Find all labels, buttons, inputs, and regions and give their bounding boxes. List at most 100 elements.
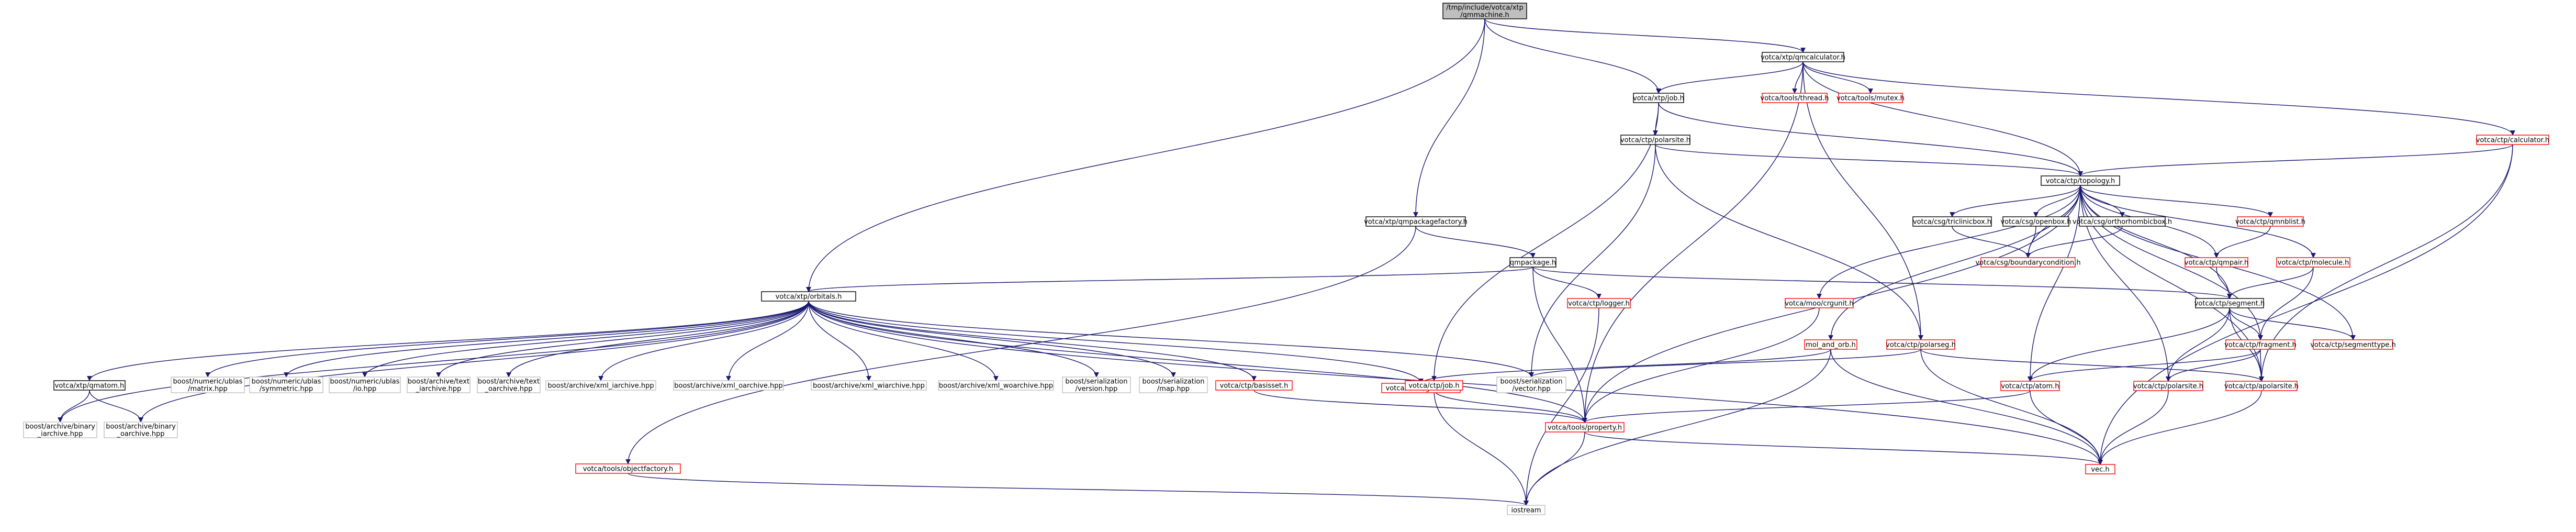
node-pkgfactory[interactable]: votca/xtp/qmpackagefactory.h xyxy=(1364,216,1468,227)
node-box xyxy=(1509,257,1556,268)
node-label: /qmmachine.h xyxy=(1460,12,1509,19)
node-label: boost/archive/xml_iarchive.hpp xyxy=(547,382,654,390)
edge-polarsite_xtp-to-topology xyxy=(1655,144,2083,176)
node-polarsite_ctp[interactable]: votca/ctp/polarsite.h xyxy=(1620,135,1690,145)
node-xml_wiarch[interactable]: boost/archive/xml_wiarchive.hpp xyxy=(811,380,927,391)
node-box xyxy=(2185,257,2248,268)
node-bin_iarch[interactable]: boost/archive/binary_iarchive.hpp xyxy=(23,422,97,438)
node-ctp_polarsite2[interactable]: votca/ctp/polarsite.h xyxy=(2133,381,2203,391)
node-box xyxy=(673,380,784,391)
node-moo_crgunit[interactable]: votca/moo/crgunit.h xyxy=(1785,298,1854,308)
edge-orbitals-to-xml_oarch xyxy=(726,301,809,381)
edge-ctp_calc-to-vec xyxy=(2098,144,2513,465)
node-job[interactable]: votca/xtp/job.h xyxy=(1633,93,1684,103)
edge-orbitals-to-property xyxy=(808,301,1587,423)
node-ctp_apolarsite[interactable]: votca/ctp/apolarsite.h xyxy=(2224,381,2299,391)
node-label: /symmetric.hpp xyxy=(260,385,313,393)
edge-orbitals-to-ser_map xyxy=(808,301,1176,378)
node-ctp_segmenttype[interactable]: votca/ctp/segmenttype.h xyxy=(2310,339,2396,350)
edge-topology-to-ctp_apolarsite xyxy=(2080,185,2264,382)
edge-pkgfactory-to-qmpackage xyxy=(1415,226,1536,258)
node-label: votca/ctp/logger.h xyxy=(1568,300,1630,308)
node-label: votca/csg/orthorhombicbox.h xyxy=(2073,218,2172,226)
node-ser_vector[interactable]: boost/serialization/vector.hpp xyxy=(1496,376,1566,393)
edge-ctp_calc-to-topology xyxy=(2078,144,2513,176)
node-ctp_fragment[interactable]: votca/ctp/fragment.h xyxy=(2224,339,2297,350)
node-label: /io.hpp xyxy=(353,385,377,393)
node-xml_oarch[interactable]: boost/archive/xml_oarchive.hpp xyxy=(673,380,784,391)
node-xml_iarch[interactable]: boost/archive/xml_iarchive.hpp xyxy=(545,380,656,391)
node-box xyxy=(2195,298,2264,308)
edge-polarseg-to-ctp_apolarsite xyxy=(1920,349,2264,382)
node-ser_version[interactable]: boost/serialization/version.hpp xyxy=(1062,376,1131,393)
edge-orbitals-to-qmatom xyxy=(87,301,809,381)
node-csgtriclinic[interactable]: votca/csg/triclinicbox.h xyxy=(1912,216,1992,227)
node-xml_woarch[interactable]: boost/archive/xml_woarchive.hpp xyxy=(938,380,1054,391)
edge-polarseg-to-vec xyxy=(1920,349,2103,465)
edge-ctp_fragment-to-ctp_polarsite2 xyxy=(2166,349,2261,382)
node-box xyxy=(1545,422,1625,433)
edge-topology-to-csgopenbox xyxy=(2033,185,2081,217)
edge-root-to-pkgfactory xyxy=(1413,18,1485,217)
node-ctp_atom[interactable]: votca/ctp/atom.h xyxy=(2000,381,2060,391)
node-ublas_io[interactable]: boost/numeric/ublas/io.hpp xyxy=(329,376,401,393)
node-label: votca/xtp/orbitals.h xyxy=(776,293,842,301)
node-label: boost/archive/xml_woarchive.hpp xyxy=(939,382,1053,390)
node-vec[interactable]: vec.h xyxy=(2085,464,2115,474)
node-label: /map.hpp xyxy=(1157,385,1190,393)
node-ublas_sym[interactable]: boost/numeric/ublas/symmetric.hpp xyxy=(249,376,323,393)
node-thread[interactable]: votca/tools/thread.h xyxy=(1761,93,1829,103)
node-qmcalc[interactable]: votca/xtp/qmcalculator.h xyxy=(1761,52,1845,62)
node-orbitals[interactable]: votca/xtp/orbitals.h xyxy=(761,291,856,302)
node-ctp_segment[interactable]: votca/ctp/segment.h xyxy=(2194,298,2265,308)
node-bin_oarch[interactable]: boost/archive/binary_oarchive.hpp xyxy=(104,422,178,438)
node-ser_map[interactable]: boost/serialization/map.hpp xyxy=(1139,376,1208,393)
node-ctp_job[interactable]: votca/ctp/job.h xyxy=(1405,380,1463,391)
node-label: votca/ctp/segment.h xyxy=(2194,300,2265,308)
node-mol_orb[interactable]: mol_and_orb.h xyxy=(1804,339,1857,350)
node-qmatom[interactable]: votca/xtp/qmatom.h xyxy=(53,380,126,391)
node-polarseg[interactable]: votca/ctp/polarseg.h xyxy=(1886,339,1956,350)
edge-orbitals-to-ser_version xyxy=(808,301,1099,378)
node-mutex[interactable]: votca/tools/mutex.h xyxy=(1836,93,1905,103)
node-basisset[interactable]: votca/ctp/basisset.h xyxy=(1215,380,1293,391)
node-logger[interactable]: votca/ctp/logger.h xyxy=(1567,298,1631,308)
node-ctp_qmpair[interactable]: votca/ctp/qmpair.h xyxy=(2185,257,2248,268)
node-iostream[interactable]: iostream xyxy=(1507,505,1545,515)
node-ublas_matrix[interactable]: boost/numeric/ublas/matrix.hpp xyxy=(171,376,245,393)
node-topology[interactable]: votca/ctp/topology.h xyxy=(2041,175,2120,186)
node-label: boost/archive/binary xyxy=(25,423,95,431)
edge-orbitals-to-globals xyxy=(808,301,1424,384)
node-label: _oarchive.hpp xyxy=(484,385,532,393)
edge-qmpackage-to-orbitals xyxy=(806,267,1533,292)
node-box xyxy=(2225,339,2295,350)
node-qmpackage[interactable]: qmpackage.h xyxy=(1509,257,1556,268)
node-text_iarch[interactable]: boost/archive/text_iarchive.hpp xyxy=(407,376,471,393)
node-box xyxy=(938,380,1054,391)
edge-ctp_calc-to-ctp_apolarsite xyxy=(2259,144,2513,382)
node-property[interactable]: votca/tools/property.h xyxy=(1545,422,1625,433)
edge-ctp_atom-to-property xyxy=(1582,390,2031,423)
node-ctp_molecule[interactable]: votca/ctp/molecule.h xyxy=(2276,257,2350,268)
node-box xyxy=(104,422,178,438)
node-text_oarch[interactable]: boost/archive/text_oarchive.hpp xyxy=(477,376,541,393)
node-csgortho[interactable]: votca/csg/orthorhombicbox.h xyxy=(2073,216,2172,227)
node-box xyxy=(1567,298,1631,308)
edge-logger-to-iostream xyxy=(1524,307,1599,506)
node-box xyxy=(171,376,245,393)
node-ctp_qmnblist[interactable]: votca/ctp/qmnblist.h xyxy=(2235,216,2305,227)
node-label: votca/ctp/fragment.h xyxy=(2224,341,2297,349)
node-label: votca/ctp/basisset.h xyxy=(1220,382,1289,390)
node-ctp_calc[interactable]: votca/ctp/calculator.h xyxy=(2476,135,2549,145)
node-box xyxy=(1496,376,1566,393)
edge-topology-to-ctp_qmnblist xyxy=(2080,185,2273,217)
node-label: votca/ctp/topology.h xyxy=(2046,178,2115,185)
node-boundary[interactable]: votca/csg/boundarycondition.h xyxy=(1975,257,2081,268)
node-csgopenbox[interactable]: votca/csg/openbox.h xyxy=(2000,216,2071,227)
edge-mol_orb-to-iostream xyxy=(1524,349,1831,506)
node-root[interactable]: /tmp/include/votca/xtp/qmmachine.h xyxy=(1442,3,1527,19)
node-box xyxy=(1507,505,1545,515)
node-label: boost/serialization xyxy=(1500,378,1562,386)
node-box xyxy=(249,376,323,393)
node-objfactory[interactable]: votca/tools/objectfactory.h xyxy=(575,463,681,474)
